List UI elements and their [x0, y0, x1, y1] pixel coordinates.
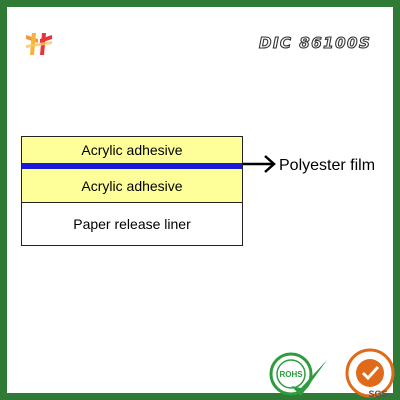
polyester-film-layer: [22, 163, 242, 169]
sgs-text: SGS: [368, 389, 387, 399]
adhesive-layer-bottom: Acrylic adhesive: [22, 169, 242, 203]
rohs-text: ROHS: [279, 370, 303, 379]
page-frame: DIC 86100S Acrylic adhesive Acrylic adhe…: [7, 7, 395, 399]
adhesive-layer-top: Acrylic adhesive: [22, 137, 242, 163]
brand-logo-icon: [26, 33, 52, 55]
release-liner-layer: Paper release liner: [22, 203, 242, 245]
polyester-film-label: Polyester film: [279, 157, 376, 174]
layer-stack: Acrylic adhesive Acrylic adhesive Paper …: [21, 136, 243, 246]
sgs-badge: SGS: [345, 348, 395, 399]
callout-arrow-icon: [243, 155, 276, 173]
product-code: DIC 86100S: [258, 33, 372, 52]
rohs-badge: ROHS: [269, 352, 327, 396]
